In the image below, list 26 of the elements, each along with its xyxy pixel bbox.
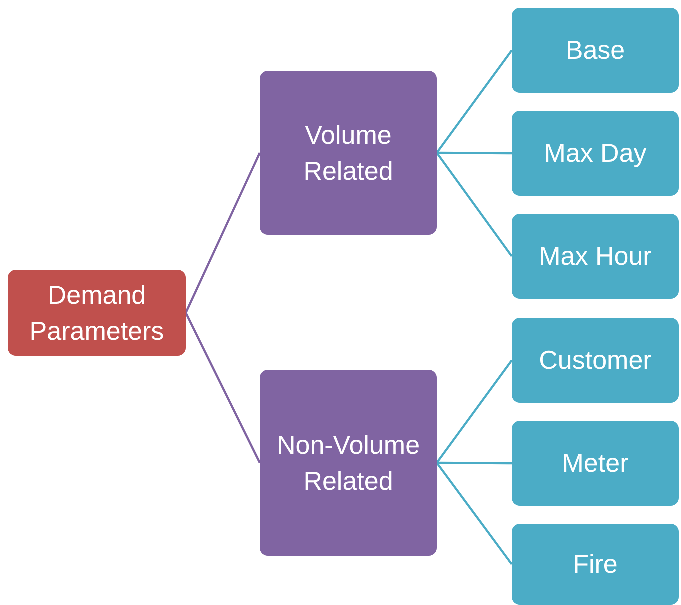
category-box <box>260 71 437 235</box>
connector-line <box>436 50 513 154</box>
node-label: Volume Related <box>302 118 394 188</box>
node-label: Fire <box>573 548 618 582</box>
connector-line <box>436 152 513 258</box>
item-box <box>512 111 679 196</box>
item-box <box>512 421 679 506</box>
category-box <box>260 370 437 556</box>
item-box <box>512 8 679 93</box>
connector-line <box>437 462 512 465</box>
node-label: Non-Volume Related <box>276 428 422 498</box>
node-label: Base <box>566 34 626 68</box>
connector-line <box>185 152 261 314</box>
root-box <box>8 270 186 356</box>
node-label: Max Day <box>544 137 647 170</box>
connector-line <box>185 312 261 464</box>
node-label: Customer <box>539 344 652 378</box>
node-label: Max Hour <box>539 240 652 274</box>
node-label: Demand Parameters <box>28 278 166 348</box>
node-label: Meter <box>562 447 629 480</box>
connector-line <box>437 152 512 155</box>
connector-line <box>436 462 513 566</box>
item-box <box>512 318 679 403</box>
item-box <box>512 214 679 299</box>
item-box <box>512 524 679 605</box>
connector-line <box>436 360 513 464</box>
